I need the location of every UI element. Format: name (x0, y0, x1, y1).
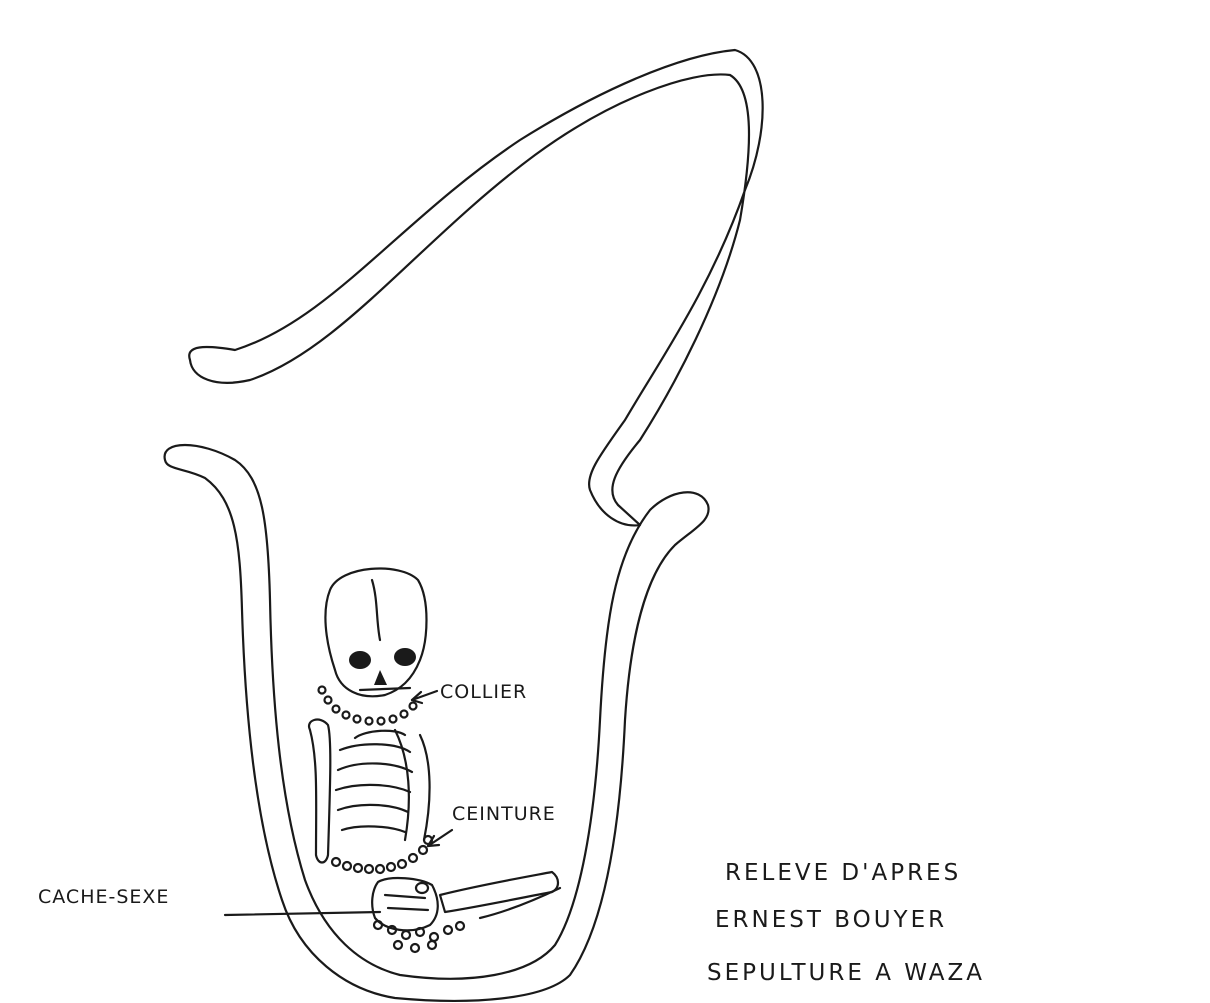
credit-line-3: SEPULTURE A WAZA (707, 960, 985, 986)
collier-arrow (412, 691, 437, 703)
arm-bone (309, 720, 330, 863)
collier-label: COLLIER (440, 681, 527, 703)
leg-bone (440, 872, 558, 912)
lower-jar-wall (165, 445, 709, 1001)
cache-sexe-leader (225, 912, 380, 915)
ceinture-arrow (428, 830, 452, 846)
cache-sexe-label: CACHE-SEXE (38, 886, 169, 908)
ceinture-label: CEINTURE (452, 803, 556, 825)
credit-line-2: ERNEST BOUYER (715, 907, 947, 933)
necklace-beads (319, 687, 417, 725)
skull (325, 569, 426, 697)
skeleton (309, 569, 560, 952)
right-eye-socket (394, 648, 416, 666)
ribcage (336, 730, 430, 840)
credit-line-1: RELEVE D'APRES (725, 860, 961, 886)
belt-beads (332, 836, 432, 873)
left-eye-socket (349, 651, 371, 669)
nose (374, 670, 387, 685)
upper-jar-wall (189, 50, 762, 525)
